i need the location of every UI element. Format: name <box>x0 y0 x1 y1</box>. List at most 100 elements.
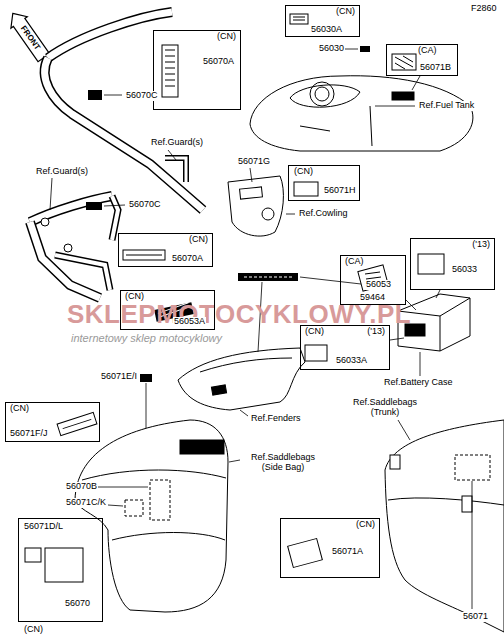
reference-name: Ref.Battery Case <box>383 378 454 388</box>
label-sticker <box>126 255 162 256</box>
label-frame: (CN) ('13) 56033A <box>300 325 390 370</box>
region-code: (CA) <box>417 46 438 56</box>
region-code: ('13) <box>471 240 491 250</box>
callout-number: 56070C <box>125 91 159 101</box>
fender <box>178 348 305 410</box>
leader-line <box>104 205 125 206</box>
callout-number: 56071C/K <box>65 498 107 508</box>
reference-name: Ref.Cowling <box>298 209 349 219</box>
region-code: (CN) <box>216 32 237 42</box>
watermark: internetowy sklep motocyklowy <box>70 332 223 344</box>
trunk-saddlebag <box>455 455 490 480</box>
leader-line <box>412 76 420 90</box>
region-code: (CN) <box>124 292 145 302</box>
part-number: 59464 <box>359 293 386 303</box>
reference-name: Ref.Fuel Tank <box>418 101 475 111</box>
trunk-saddlebag <box>385 420 504 632</box>
part-number: 56030A <box>310 25 343 35</box>
label-sticker <box>288 538 323 567</box>
label-frame: (CN)56070A <box>153 30 241 110</box>
leader-line <box>168 150 176 160</box>
part-number: 56053A <box>173 317 206 327</box>
leader-line <box>300 277 361 284</box>
leader-line <box>345 49 358 50</box>
region-code: (CN) <box>9 404 30 414</box>
label-sticker <box>305 345 327 361</box>
crash-guard <box>30 196 112 222</box>
side-saddlebag <box>75 420 228 612</box>
label-sticker <box>294 182 318 196</box>
reference-name: Ref.Saddlebags (Side Bag) <box>243 453 323 473</box>
front-arrow <box>5 8 52 64</box>
leader-line <box>240 410 248 416</box>
region-code: (CN) <box>355 520 376 530</box>
label-sticker <box>162 45 178 97</box>
part-number: 56071B <box>419 63 452 73</box>
crash-guard <box>41 218 49 226</box>
fuel-tank <box>310 82 334 106</box>
label-frame: (CN) 56071F/J <box>5 402 100 442</box>
leader-line <box>250 168 252 182</box>
fender <box>200 358 292 372</box>
label-sticker <box>140 374 152 382</box>
fender <box>211 385 226 395</box>
label-sticker <box>392 54 416 70</box>
label-frame: (CN)56070A <box>118 233 213 267</box>
crash-guard <box>45 12 203 210</box>
crash-guard <box>45 58 203 210</box>
label-sticker <box>395 56 413 69</box>
trunk-saddlebag <box>390 455 400 469</box>
fuel-tank <box>250 76 473 151</box>
trunk-saddlebag <box>388 498 504 505</box>
crash-guard <box>86 202 102 210</box>
label-frame: (CN) 56053A <box>120 290 215 330</box>
part-number: 56070A <box>171 254 204 264</box>
label-sticker <box>57 412 97 435</box>
label-sticker <box>293 17 305 20</box>
region-code: (CN) <box>304 327 325 337</box>
figure-number: F2860 <box>470 4 498 14</box>
label-frame: (CN) 56071A <box>280 518 380 578</box>
part-number: 56071H <box>323 186 357 196</box>
label-frame: (CN) 56030A <box>285 5 360 37</box>
leader-line <box>95 487 148 488</box>
trunk-saddlebag <box>462 496 472 512</box>
leader-line <box>108 505 123 506</box>
region-code: (CN) <box>23 625 44 635</box>
part-number: 56071F/J <box>9 429 49 439</box>
label-frame: ('13)56033 <box>410 238 495 290</box>
region-code: (CN) <box>335 7 356 17</box>
callout-number: 56071E/I <box>100 372 138 382</box>
label-sticker <box>45 548 83 582</box>
crash-guard <box>55 255 110 290</box>
crash-guard <box>30 196 112 222</box>
label-frame: 56071D/L56070(CN) <box>18 518 103 622</box>
leader-line <box>398 420 410 440</box>
leader-line <box>286 214 295 215</box>
leader-line <box>390 338 404 340</box>
fuel-tank <box>250 76 473 151</box>
leader-line <box>436 290 440 298</box>
part-number: 56033A <box>335 356 368 366</box>
label-sticker <box>290 14 308 24</box>
callout-number: 56070C <box>128 200 162 210</box>
leader-line <box>146 383 147 428</box>
side-saddlebag <box>112 533 225 541</box>
region-code: ('13) <box>366 327 386 337</box>
leader-line <box>50 49 472 609</box>
crash-guard <box>64 244 72 252</box>
callout-number: 56071G <box>237 157 271 167</box>
reference-name: Ref.Saddlebags (Trunk) <box>345 398 425 418</box>
part-number: 56071A <box>331 547 364 557</box>
part-number: 56071D/L <box>23 522 64 532</box>
fuel-tank <box>315 87 329 101</box>
label-sticker <box>418 254 444 274</box>
trunk-saddlebag <box>385 420 504 632</box>
leader-line <box>420 352 421 376</box>
callout-number: 56071 <box>462 612 489 622</box>
crash-guard <box>165 158 186 182</box>
label-sticker <box>123 250 165 260</box>
leader-line <box>472 481 473 609</box>
fuel-tank <box>290 85 360 107</box>
fender <box>178 348 305 410</box>
